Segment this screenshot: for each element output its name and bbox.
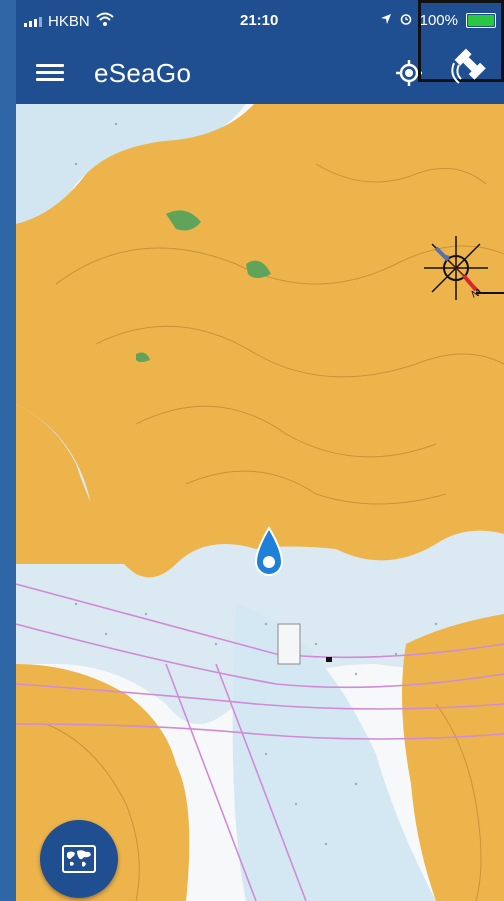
status-left: HKBN (24, 12, 114, 30)
battery-percent: 100% (419, 12, 458, 29)
status-bar: HKBN 21:10 100% (16, 0, 504, 40)
hamburger-menu-icon[interactable] (36, 60, 64, 84)
satellite-icon[interactable] (418, 0, 504, 84)
wifi-icon (96, 12, 114, 30)
app-title: eSeaGo (94, 58, 192, 88)
location-arrow-icon (380, 12, 392, 29)
battery-fill (468, 15, 494, 26)
nautical-chart-map[interactable]: N (16, 104, 504, 901)
chart-canvas (16, 104, 504, 901)
svg-text:N: N (470, 288, 481, 301)
phone-screen: HKBN 21:10 100% eSeaGo (16, 0, 504, 901)
alarm-icon (400, 12, 412, 29)
compass-icon[interactable]: N (420, 232, 492, 304)
carrier-label: HKBN (48, 12, 90, 30)
status-right: 100% (380, 12, 496, 29)
status-time: 21:10 (240, 12, 279, 29)
world-map-icon (62, 845, 96, 873)
battery-icon (466, 13, 496, 28)
locate-me-icon[interactable] (394, 58, 424, 88)
location-marker-icon[interactable] (252, 526, 286, 582)
compass-callout-line (476, 292, 504, 294)
app-bar: eSeaGo (16, 40, 504, 104)
signal-icon (24, 15, 42, 27)
chart-layers-button[interactable] (40, 820, 118, 898)
